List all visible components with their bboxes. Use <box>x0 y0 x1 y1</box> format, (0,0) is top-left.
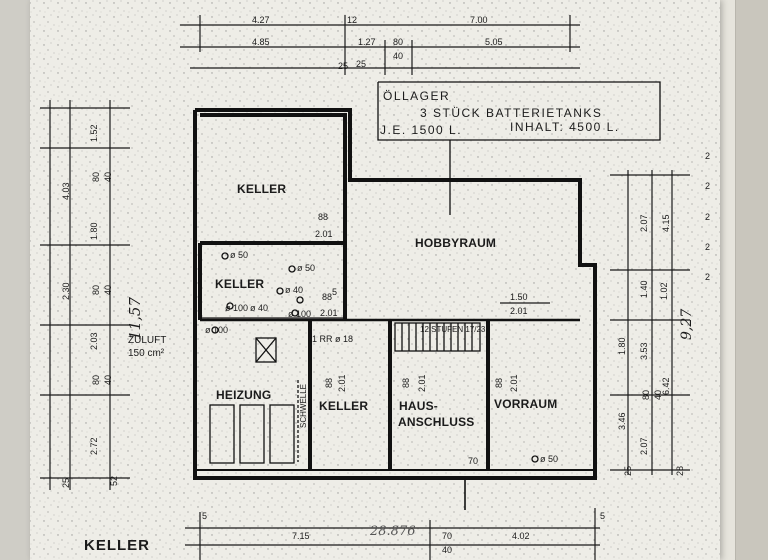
dimension-label: 2.72 <box>89 437 99 455</box>
dimension-label: 5 <box>202 511 208 521</box>
dimension-label: 3.46 <box>617 412 627 430</box>
dimension-label: 40 <box>653 389 663 400</box>
dimension-label: 1.52 <box>89 124 99 142</box>
dimension-label: 7.15 <box>292 531 310 541</box>
dimension-label: 4.03 <box>61 182 71 200</box>
door-dimension: 2.01 <box>509 374 519 392</box>
room-label-vorraum: VORRAUM <box>494 397 558 411</box>
dimension-label: 70 <box>468 456 479 466</box>
dimension-label: 1.27 <box>358 37 376 47</box>
pipe-label: ø 50 <box>297 263 316 273</box>
rain-pipe-label: 1 RR ø 18 <box>312 334 354 344</box>
dimension-label: 52 <box>109 475 119 486</box>
side-mark: 2 <box>705 212 711 222</box>
scan-noise <box>30 0 720 560</box>
dimension-label: 40 <box>393 51 404 61</box>
dimension-label: 1.80 <box>617 337 627 355</box>
dimension-label: 1.40 <box>639 280 649 298</box>
right-total-dimension: 9,27 <box>679 308 695 340</box>
dimension-label: 40 <box>103 171 113 182</box>
oil-storage-title: ÖLLAGER <box>383 89 451 103</box>
dimension-label: 4.02 <box>512 531 530 541</box>
door-dimension: 88 <box>324 377 334 388</box>
room-label-anschluss: ANSCHLUSS <box>398 415 475 429</box>
plan-title: KELLER <box>84 537 150 554</box>
pipe-label: ø 100 <box>205 325 229 335</box>
room-label-keller-top: KELLER <box>237 182 287 196</box>
dimension-label: 25 <box>338 61 349 71</box>
stairs-label: 12 STUFEN 17/23 <box>420 325 486 334</box>
oil-tank-unit-volume: J.E. 1500 L. <box>380 123 463 137</box>
pipe-label: ø 100 <box>225 303 249 313</box>
side-mark: 2 <box>705 242 711 252</box>
dimension-label: 25 <box>356 59 367 69</box>
room-label-keller-small: KELLER <box>319 399 369 413</box>
underlying-page-edge-2 <box>735 0 768 560</box>
walls <box>193 108 597 480</box>
dimension-label: 7.00 <box>470 15 488 25</box>
dimension-label: 2.01 <box>510 306 528 316</box>
dimension-label: 5 <box>600 511 606 521</box>
pipe-label: ø 50 <box>540 454 559 464</box>
side-mark: 2 <box>705 181 711 191</box>
fixtures <box>209 81 661 510</box>
total-height-dimension: 11,57 <box>126 297 144 340</box>
door-dimension: 2.01 <box>417 374 427 392</box>
dimension-label: 88 <box>318 212 329 222</box>
dimension-label: 70 <box>442 531 453 541</box>
pipe-label: ø 50 <box>230 250 249 260</box>
dimension-label: 80 <box>91 171 101 182</box>
dimension-label: 28 <box>675 465 685 476</box>
dimension-label: 4.85 <box>252 37 270 47</box>
dimension-label: 2.30 <box>61 282 71 300</box>
dimension-label: 80 <box>393 37 404 47</box>
dimension-label: 2.07 <box>639 214 649 232</box>
dimension-label: 25 <box>61 477 71 488</box>
dimension-label: 1.50 <box>510 292 528 302</box>
side-mark: 2 <box>705 151 711 161</box>
pipe-label: ø 40 <box>285 285 304 295</box>
supply-air-size: 150 cm² <box>128 348 165 359</box>
handwritten-number: 28.876 <box>370 524 416 539</box>
dimension-label: 2.01 <box>315 229 333 239</box>
oil-tank-total-volume: INHALT: 4500 L. <box>510 120 620 134</box>
dimension-label: 80 <box>641 389 651 400</box>
pipe-label: ø 40 <box>250 303 269 313</box>
dimension-label: 12 <box>347 15 358 25</box>
room-label-haus: HAUS- <box>399 399 438 413</box>
door-dimension: 2.01 <box>337 374 347 392</box>
dimension-label: 5.05 <box>485 37 503 47</box>
oil-tank-count: 3 STÜCK BATTERIETANKS <box>420 106 603 120</box>
dimension-label: 40 <box>103 284 113 295</box>
dimension-label: 2.03 <box>89 332 99 350</box>
dimension-label: 25 <box>623 465 633 476</box>
dimension-label: 3.53 <box>639 342 649 360</box>
dimension-label: 88 <box>322 292 333 302</box>
dimension-label: 40 <box>442 545 453 555</box>
dimension-label: 1.02 <box>659 282 669 300</box>
room-label-heizung: HEIZUNG <box>216 388 272 402</box>
dimension-label: 4.15 <box>661 214 671 232</box>
dimension-label: 80 <box>91 374 101 385</box>
dimension-label: 4.27 <box>252 15 270 25</box>
room-label-keller-mid: KELLER <box>215 277 265 291</box>
door-dimension: 88 <box>401 377 411 388</box>
dimension-lines <box>40 15 690 560</box>
dimension-label: 40 <box>103 374 113 385</box>
pipe-label: ø 100 <box>288 309 312 319</box>
room-label-hobbyraum: HOBBYRAUM <box>415 236 497 250</box>
supply-air-label: ZULUFT <box>128 335 167 346</box>
dimension-label: 2.01 <box>320 308 338 318</box>
dimension-label: 2.07 <box>639 437 649 455</box>
side-mark: 2 <box>705 272 711 282</box>
door-dimension: 88 <box>494 377 504 388</box>
dimension-label: 6.42 <box>661 377 671 395</box>
dimension-label: 1.80 <box>89 222 99 240</box>
dimension-label: 80 <box>91 284 101 295</box>
threshold-label: SCHWELLE <box>299 383 308 428</box>
dimension-label: 5 <box>332 287 338 297</box>
